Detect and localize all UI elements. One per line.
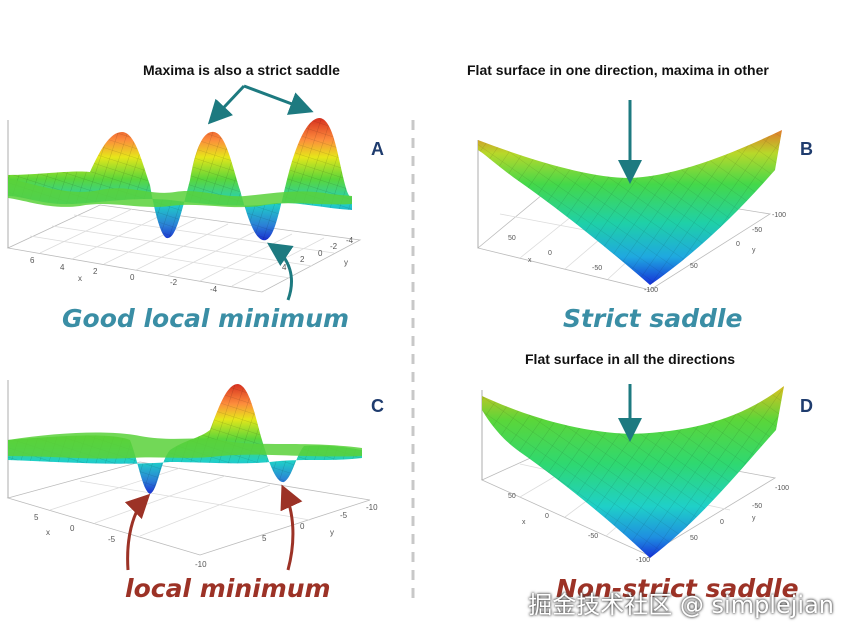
panel-a-x-tick: 2 <box>93 267 98 276</box>
panel-b-x-tick: -100 <box>644 287 658 294</box>
panel-c-y-tick: -5 <box>340 511 348 520</box>
panel-d-y-ticks: -100 -50 0 50 <box>690 485 789 542</box>
panel-a-y-tick: 0 <box>318 249 323 258</box>
panel-c-x-tick: 0 <box>70 524 75 533</box>
panel-b-x-label: x <box>528 257 532 264</box>
panel-a-x-label: x <box>78 274 82 283</box>
panel-a-x-tick: 6 <box>30 256 35 265</box>
panel-a-x-tick: -4 <box>210 285 218 294</box>
panel-d-surface-mesh <box>482 386 784 558</box>
panel-c-x-ticks: 5 0 -5 -10 <box>34 513 207 569</box>
panel-c-x-label: x <box>46 528 50 537</box>
panel-a-label: Good local minimum <box>62 304 350 333</box>
panel-a-y-tick: 4 <box>282 263 287 272</box>
panel-c-arrows <box>124 484 303 571</box>
panel-a-y-tick: -4 <box>346 236 354 245</box>
panel-d-y-tick: -50 <box>752 503 762 510</box>
panel-b-x-tick: -50 <box>592 265 602 272</box>
panel-b-caption: Flat surface in one direction, maxima in… <box>467 62 769 78</box>
panel-a-y-tick: -2 <box>330 242 338 251</box>
panel-c-y-tick: 0 <box>300 522 305 531</box>
panel-d-x-tick: -100 <box>636 557 650 564</box>
panel-a-x-ticks: 6 4 2 0 -2 -4 <box>30 256 218 294</box>
panel-c-surface-mesh <box>8 384 362 494</box>
panel-a-y-label: y <box>344 258 348 267</box>
panel-d-letter: D <box>800 396 813 416</box>
panel-b-y-ticks: -100 -50 0 50 <box>690 212 786 270</box>
panel-a-y-tick: 2 <box>300 255 305 264</box>
panel-d-x-ticks: 50 0 -50 -100 <box>508 493 650 564</box>
panel-b-x-tick: 50 <box>508 235 516 242</box>
panel-d-y-tick: -100 <box>775 485 789 492</box>
panel-c-floor <box>6 461 371 556</box>
panel-c-label: local minimum <box>125 574 331 603</box>
panel-c-ripple <box>8 432 362 459</box>
panel-a-caption: Maxima is also a strict saddle <box>143 62 340 78</box>
panel-c-plot: 5 0 -5 -10 x -10 -5 0 5 y <box>6 380 378 569</box>
panel-c-x-tick: -5 <box>108 535 116 544</box>
panel-d-y-tick: 0 <box>720 519 724 526</box>
panel-a-letter: A <box>371 139 384 159</box>
panel-c-x-tick: -10 <box>195 560 207 569</box>
panel-b-y-tick: 50 <box>690 263 698 270</box>
panel-b-letter: B <box>800 139 813 159</box>
panel-a-floor <box>6 204 362 293</box>
panel-b-y-tick: -50 <box>752 227 762 234</box>
panel-d-y-label: y <box>752 515 756 522</box>
panel-c-letter: C <box>371 396 384 416</box>
panel-b-y-tick: -100 <box>772 212 786 219</box>
panel-a-x-tick: 0 <box>130 273 135 282</box>
panel-a-x-tick: 4 <box>60 263 65 272</box>
panel-a-surface-mesh <box>8 118 352 241</box>
panel-b-y-tick: 0 <box>736 241 740 248</box>
watermark: 掘金技术社区 @ simplejian <box>528 591 834 619</box>
panel-c-x-tick: 5 <box>34 513 39 522</box>
panel-d-label: Non-strict saddle <box>556 574 799 603</box>
panel-a-ripple <box>8 178 352 208</box>
panel-a-plot: 6 4 2 0 -2 -4 x 4 2 0 -2 -4 y <box>6 118 362 294</box>
panel-d-caption: Flat surface in all the directions <box>525 351 736 367</box>
panel-b-x-ticks: 50 0 -50 -100 <box>508 235 658 294</box>
panel-c-y-label: y <box>330 528 334 537</box>
panel-a-y-ticks: 4 2 0 -2 -4 <box>282 236 354 272</box>
panel-a-x-tick: -2 <box>170 278 178 287</box>
panel-b-x-tick: 0 <box>548 250 552 257</box>
panel-b-surface-mesh <box>478 130 782 285</box>
panel-b-y-label: y <box>752 247 756 254</box>
panel-d-plot: 50 0 -50 -100 x -100 -50 0 50 y <box>481 386 789 564</box>
panel-b-label: Strict saddle <box>563 304 743 333</box>
panel-d-x-tick: -50 <box>588 533 598 540</box>
panel-d-x-label: x <box>522 519 526 526</box>
panel-a-arrows <box>207 84 314 301</box>
panel-b-plot: 50 0 -50 -100 x -100 -50 0 50 y <box>477 130 786 294</box>
panel-d-x-tick: 0 <box>545 513 549 520</box>
panel-c-y-ticks: -10 -5 0 5 <box>262 503 378 543</box>
panel-d-x-tick: 50 <box>508 493 516 500</box>
panel-c-y-tick: 5 <box>262 534 267 543</box>
panel-d-y-tick: 50 <box>690 535 698 542</box>
panel-c-y-tick: -10 <box>366 503 378 512</box>
